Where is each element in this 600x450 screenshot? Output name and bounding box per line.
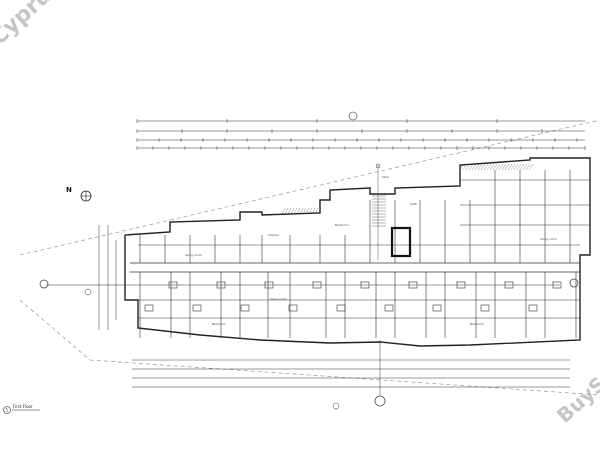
grid-marker-top [348, 111, 358, 121]
room-label-living-2: living room [270, 297, 287, 301]
plan-title-block: 1 First Floor [3, 404, 40, 414]
room-label-bath: bath [410, 202, 417, 206]
room-label-bedroom-2: Bedroom [212, 322, 226, 326]
corridor [130, 262, 580, 273]
grid-marker-bottom [374, 395, 386, 407]
wall-hatching [281, 163, 534, 215]
stair-core [372, 163, 412, 260]
room-label-bedroom-3: Bedroom [470, 322, 484, 326]
north-arrow-icon [80, 190, 92, 202]
building-outline [124, 157, 591, 347]
plan-title: First Floor [13, 404, 33, 409]
room-label-bedroom-1: Bedroom [335, 223, 349, 227]
stair-label: Stair [382, 175, 390, 179]
room-label-living-3: living room [540, 237, 557, 241]
site-boundary [19, 119, 600, 396]
room-label-living-1: living room [185, 253, 202, 257]
plan-number: 1 [6, 408, 9, 413]
axis-marker-left [39, 278, 579, 296]
room-label-kitchen: kitchen [268, 233, 279, 237]
bottom-dimension-lines [132, 340, 570, 395]
room-partitions [138, 170, 590, 338]
grid-marker-bottom-left [332, 402, 340, 410]
north-label: N [66, 186, 72, 194]
left-dimension-lines [98, 225, 117, 330]
top-dimension-lines [136, 119, 586, 150]
